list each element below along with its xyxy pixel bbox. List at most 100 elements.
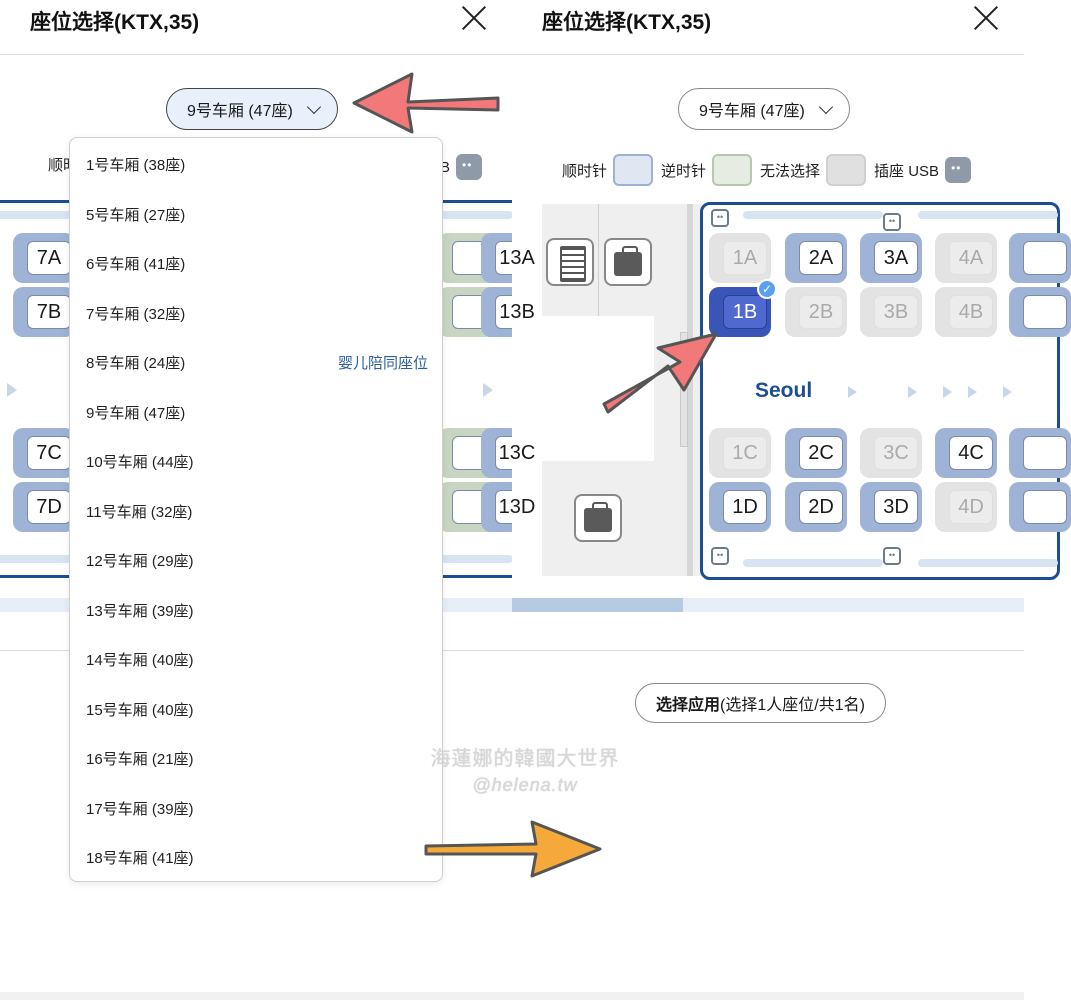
seat-4B: 4B xyxy=(935,287,997,337)
direction-arrow xyxy=(943,386,952,398)
seat-2D[interactable]: 2D xyxy=(785,482,847,532)
legend-usb-partial: B xyxy=(440,154,483,180)
seat-2B: 2B xyxy=(785,287,847,337)
watermark-name: 海蓮娜的韓國大世界 xyxy=(430,748,620,770)
car-dropdown-list: 1号车厢 (38座) 5号车厢 (27座) 6号车厢 (41座) 7号车厢 (3… xyxy=(69,137,443,882)
seat-5D[interactable] xyxy=(1009,482,1071,532)
legend-usb: 插座 USB xyxy=(874,157,972,183)
direction-arrow xyxy=(7,383,17,397)
right-panel: 座位选择(KTX,35) 9号车厢 (47座) 顺时针 逆时针 无法选择 插座 … xyxy=(512,0,1071,1000)
apply-selection-button[interactable]: 选择应用 (选择1人座位/共1名) xyxy=(635,683,886,723)
vestibule-area xyxy=(542,204,702,576)
seat-7D[interactable]: 7D xyxy=(13,482,75,532)
dropdown-item[interactable]: 1号车厢 (38座) xyxy=(86,157,186,174)
dropdown-item[interactable]: 14号车厢 (40座) xyxy=(86,652,194,669)
dropdown-item[interactable]: 16号车厢 (21座) xyxy=(86,751,194,768)
dropdown-item[interactable]: 5号车厢 (27座) xyxy=(86,207,186,224)
window-rail xyxy=(918,559,1058,567)
legend-unavailable: 无法选择 xyxy=(760,154,867,186)
destination-label: Seoul xyxy=(755,379,813,402)
dropdown-item[interactable]: 9号车厢 (47座) xyxy=(86,405,186,422)
car-selector-value: 9号车厢 (47座) xyxy=(187,103,293,120)
seat-3A[interactable]: 3A xyxy=(860,233,922,283)
legend-clockwise-label: 顺时针 xyxy=(562,162,608,180)
annotation-arrow-red-left xyxy=(352,72,500,134)
dropdown-item[interactable]: 6号车厢 (41座) xyxy=(86,256,186,273)
chevron-down-icon xyxy=(818,99,833,115)
check-icon: ✓ xyxy=(757,279,777,299)
counterclockwise-seat-icon xyxy=(712,154,753,186)
direction-arrow xyxy=(968,386,977,398)
infant-seat-note: 婴儿陪同座位 xyxy=(337,355,428,372)
seat-4C[interactable]: 4C xyxy=(935,428,997,478)
seat-1D[interactable]: 1D xyxy=(709,482,771,532)
dropdown-item[interactable]: 7号车厢 (32座) xyxy=(86,306,186,323)
clockwise-seat-icon xyxy=(613,154,654,186)
seat-4A: 4A xyxy=(935,233,997,283)
window-rail xyxy=(918,211,1058,219)
dropdown-item[interactable]: 17号车厢 (39座) xyxy=(86,801,194,818)
dropdown-item[interactable]: 8号车厢 (24座) xyxy=(86,355,186,372)
seat-5C[interactable] xyxy=(1009,428,1071,478)
usb-outlet-icon: •• xyxy=(883,547,901,565)
divider xyxy=(512,650,1024,651)
vending-machine-icon xyxy=(546,238,594,286)
window-rail xyxy=(743,211,883,219)
seat-1C: 1C xyxy=(709,428,771,478)
page-title: 座位选择(KTX,35) xyxy=(30,11,200,34)
annotation-arrow-red-up xyxy=(602,332,718,414)
dropdown-item[interactable]: 11号车厢 (32座) xyxy=(86,504,193,521)
legend-usb-label: 插座 USB xyxy=(874,162,940,180)
seat-3D[interactable]: 3D xyxy=(860,482,922,532)
seat-5A[interactable] xyxy=(1009,233,1071,283)
close-icon[interactable] xyxy=(972,4,1000,32)
luggage-icon xyxy=(574,494,622,542)
seat-7B[interactable]: 7B xyxy=(13,287,75,337)
divider xyxy=(0,54,512,55)
direction-arrow xyxy=(848,386,857,398)
train-car-map: •• •• •• •• 1A 2A 3A 4A 1B✓ 2B 3B 4B Seo… xyxy=(700,202,1071,580)
legend-clockwise: 顺时针 xyxy=(562,154,654,186)
seat-3C: 3C xyxy=(860,428,922,478)
divider xyxy=(512,54,1024,55)
watermark-handle: @helena.tw xyxy=(472,775,578,795)
car-selector[interactable]: 9号车厢 (47座) xyxy=(678,88,850,130)
legend-unavailable-label: 无法选择 xyxy=(760,162,821,180)
page-title: 座位选择(KTX,35) xyxy=(542,11,712,34)
dropdown-item[interactable]: 12号车厢 (29座) xyxy=(86,553,194,570)
usb-outlet-icon: •• xyxy=(711,547,729,565)
usb-outlet-icon: •• xyxy=(883,213,901,231)
car-selector[interactable]: 9号车厢 (47座) xyxy=(166,88,338,130)
usb-icon xyxy=(945,157,972,183)
seat-1B-selected[interactable]: 1B✓ xyxy=(709,279,777,337)
left-panel: 座位选择(KTX,35) 9号车厢 (47座) 顺时 B 7A 7B 7C 7D… xyxy=(0,0,543,1000)
dropdown-item[interactable]: 10号车厢 (44座) xyxy=(86,454,194,471)
unavailable-seat-icon xyxy=(826,154,867,186)
annotation-arrow-orange-right xyxy=(424,820,602,878)
seat-2A[interactable]: 2A xyxy=(785,233,847,283)
luggage-icon xyxy=(604,238,652,286)
window-rail xyxy=(743,559,883,567)
seat-3B: 3B xyxy=(860,287,922,337)
legend-usb-label: B xyxy=(440,158,451,176)
car-selector-value: 9号车厢 (47座) xyxy=(699,103,805,120)
seat-5B[interactable] xyxy=(1009,287,1071,337)
seat-7C[interactable]: 7C xyxy=(13,428,75,478)
seat-2C[interactable]: 2C xyxy=(785,428,847,478)
seat-7A[interactable]: 7A xyxy=(13,233,75,283)
scrollbar-thumb[interactable] xyxy=(512,598,683,612)
watermark: 海蓮娜的韓國大世界 @helena.tw xyxy=(410,742,640,796)
close-icon[interactable] xyxy=(460,4,488,32)
seat-1A: 1A xyxy=(709,233,771,283)
chevron-down-icon xyxy=(306,99,321,115)
usb-outlet-icon: •• xyxy=(711,209,729,227)
dropdown-item[interactable]: 15号车厢 (40座) xyxy=(86,702,194,719)
apply-button-detail: (选择1人座位/共1名) xyxy=(720,697,865,714)
dropdown-item[interactable]: 18号车厢 (41座) xyxy=(86,850,194,867)
dropdown-item[interactable]: 13号车厢 (39座) xyxy=(86,603,194,620)
direction-arrow xyxy=(908,386,917,398)
bottom-bar xyxy=(0,992,1024,1000)
direction-arrow xyxy=(1003,386,1012,398)
usb-icon xyxy=(456,154,483,180)
legend-counterclockwise: 逆时针 xyxy=(661,154,753,186)
